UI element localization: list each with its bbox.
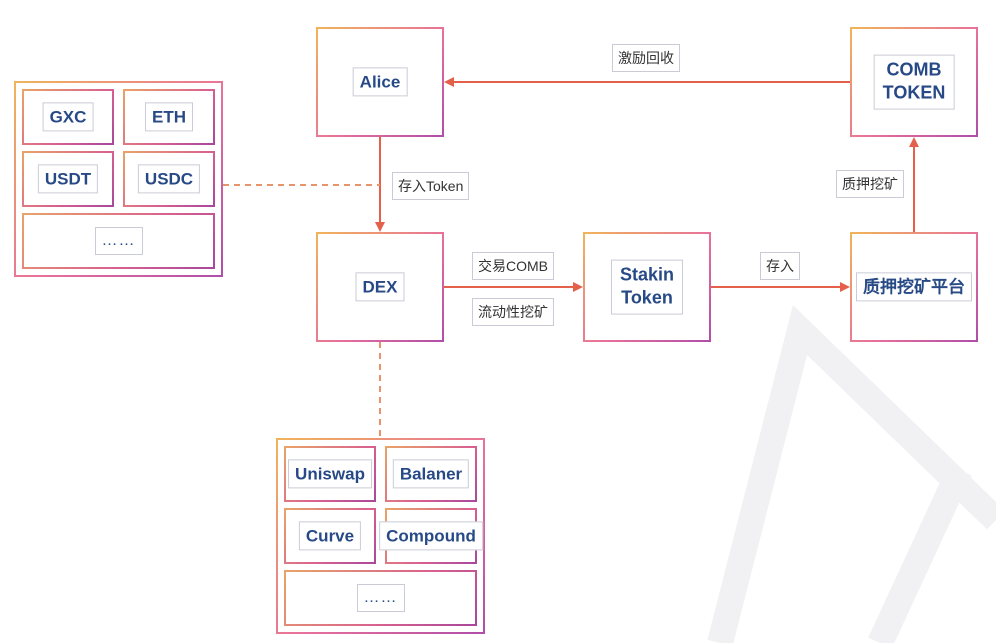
dex-cell-more: ……	[284, 570, 477, 626]
dex-cell-uniswap: Uniswap	[284, 446, 376, 502]
dex-label-balaner: Balaner	[392, 459, 470, 489]
edge-label-liquidity-mining: 流动性挖矿	[472, 298, 554, 326]
token-label-eth: ETH	[145, 102, 193, 132]
dex-label: DEX	[355, 272, 405, 302]
alice-label: Alice	[352, 67, 408, 97]
staking-platform-node: 质押挖矿平台	[850, 232, 978, 342]
token-label-gxc: GXC	[42, 102, 94, 132]
token-label-more: ……	[94, 227, 143, 255]
dex-label-curve: Curve	[298, 521, 362, 551]
edge-label-deposit-token: 存入Token	[392, 172, 470, 200]
dex-group: Uniswap Balaner Curve Compound ……	[276, 438, 485, 634]
comb-token-line2: TOKEN	[882, 83, 946, 103]
edge-label-deposit: 存入	[760, 252, 800, 280]
edge-label-staking-mining: 质押挖矿	[836, 170, 904, 198]
staking-platform-label: 质押挖矿平台	[856, 272, 972, 302]
comb-token-line1: COMB	[886, 59, 942, 80]
dex-cell-curve: Curve	[284, 508, 376, 564]
dex-cell-balaner: Balaner	[385, 446, 477, 502]
staking-token-line1: Stakin	[619, 264, 675, 285]
token-cell-more: ……	[22, 213, 215, 269]
token-group: GXC ETH USDT USDC ……	[14, 81, 223, 277]
dex-node: DEX	[316, 232, 444, 342]
staking-token-label: Stakin Token	[610, 259, 684, 315]
token-label-usdt: USDT	[37, 164, 99, 194]
comb-token-label: COMB TOKEN	[873, 54, 955, 110]
dex-cell-compound: Compound	[379, 508, 483, 564]
token-cell-usdt: USDT	[22, 151, 114, 207]
token-cell-usdc: USDC	[123, 151, 215, 207]
alice-node: Alice	[316, 27, 444, 137]
dex-label-more: ……	[356, 584, 405, 612]
staking-token-node: Stakin Token	[583, 232, 711, 342]
dex-label-compound: Compound	[379, 521, 483, 551]
token-cell-gxc: GXC	[22, 89, 114, 145]
token-cell-eth: ETH	[123, 89, 215, 145]
edge-label-trade-comb: 交易COMB	[472, 252, 554, 280]
edge-label-reward-recovery: 激励回收	[612, 44, 680, 72]
comb-token-node: COMB TOKEN	[850, 27, 978, 137]
token-label-usdc: USDC	[137, 164, 201, 194]
staking-token-line2: Token	[621, 288, 673, 308]
dex-label-uniswap: Uniswap	[288, 459, 372, 489]
